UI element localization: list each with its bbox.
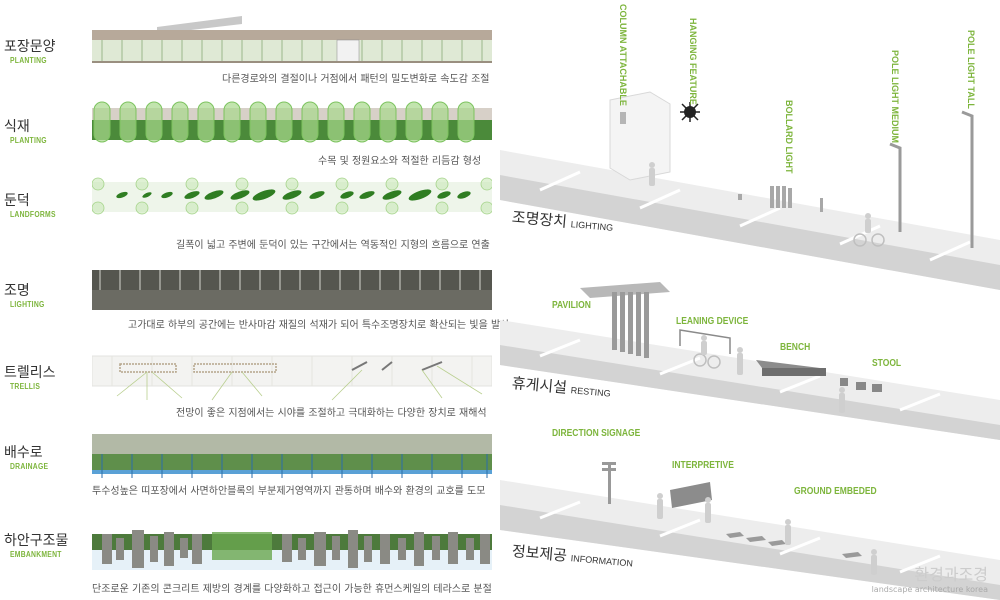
row-title-ko: 조명 [4,283,30,299]
lighting-illustration [92,270,492,310]
trellis-illustration [92,355,492,401]
paving-pattern-illustration [92,16,492,63]
row-description: 길폭이 넓고 주변에 둔덕이 있는 구간에서는 역동적인 지형의 흐름으로 연출 [176,240,490,251]
row-title-ko: 포장문양 [4,39,56,55]
label-column-attachable: COLUMN ATTACHABLE [618,4,628,106]
section-title-en: RESTING [570,385,612,399]
row-title-en: TRELLIS [10,382,41,391]
landforms-illustration [92,177,492,215]
section-title-ko: 조명장치 [511,208,568,231]
furniture-perspective-panel: COLUMN ATTACHABLE HANGING FEATURE BOLLAR… [500,0,1000,600]
section-title-ko: 정보제공 [511,542,568,565]
drainage-illustration [92,434,492,478]
label-stool: STOOL [872,358,902,369]
row-description: 투수성높은 띠포장에서 사면하안블록의 부분제거영역까지 관통하며 배수와 환경… [92,486,486,497]
section-title-en: INFORMATION [570,553,634,569]
label-leaning-device: LEANING DEVICE [676,316,749,327]
design-elements-panel: 포장문양 PLANTING 다른경로와의 결절이나 거점에서 패턴의 밀도변화로… [0,0,509,600]
row-title-ko: 트렐리스 [4,365,56,381]
row-title-en: LANDFORMS [10,210,56,219]
row-embankment: 하안구조물 EMBANKMENT 단조로운 기존의 콘크리트 제방의 경계를 다… [0,510,500,600]
row-title-ko: 배수로 [4,445,43,461]
label-pole-light-tall: POLE LIGHT TALL [966,30,976,109]
row-title-en: EMBANKMENT [10,550,62,559]
embankment-illustration [92,530,492,570]
planting-illustration [92,101,492,143]
row-title-ko: 식재 [4,119,30,135]
section-title-ko: 휴게시설 [511,374,568,397]
row-description: 수목 및 정원요소와 적절한 리듬감 형성 [318,156,482,167]
watermark-title: 환경과조경 [914,565,988,584]
row-paving: 포장문양 PLANTING 다른경로와의 결절이나 거점에서 패턴의 밀도변화로… [0,0,500,90]
row-description: 고가대로 하부의 공간에는 반사마감 재질의 석재가 되어 특수조명장치로 확산… [128,320,510,331]
watermark: 환경과조경 landscape architecture korea [872,561,988,594]
row-description: 단조로운 기존의 콘크리트 제방의 경계를 다양화하고 접근이 가능한 휴먼스케… [92,584,492,595]
row-title-en: PLANTING [10,56,47,65]
row-title-ko: 하안구조물 [4,533,69,549]
label-bench: BENCH [780,342,811,353]
street-rendering [500,91,1000,600]
row-title-ko: 둔덕 [4,193,30,209]
row-planting: 식재 PLANTING 수목 및 정원요소와 적절한 리듬감 형성 [0,90,500,170]
label-hanging-feature: HANGING FEATURE [688,18,698,105]
label-interpretive: INTERPRETIVE [672,460,734,471]
row-description: 다른경로와의 결절이나 거점에서 패턴의 밀도변화로 속도감 조절 [222,74,490,85]
row-trellis: 트렐리스 TRELLIS 전망이 좋은 지점에서는 시야를 조절하고 극대화하는… [0,340,500,430]
row-title-en: DRAINAGE [10,462,49,471]
hanging-feature-icon [680,102,700,122]
row-lighting: 조명 LIGHTING 고가대로 하부의 공간에는 반사마감 재질의 석재가 되… [0,260,509,340]
label-ground-embeded: GROUND EMBEDED [794,486,877,497]
label-bollard-light: BOLLARD LIGHT [784,100,794,174]
section-title-en: LIGHTING [570,219,614,233]
label-direction-signage: DIRECTION SIGNAGE [552,428,641,439]
label-pavilion: PAVILION [552,300,591,311]
row-landforms: 둔덕 LANDFORMS [0,170,500,260]
row-title-en: PLANTING [10,136,47,145]
row-title-en: LIGHTING [10,300,45,309]
watermark-subtitle: landscape architecture korea [871,585,988,594]
label-pole-light-medium: POLE LIGHT MEDIUM [890,50,900,143]
row-drainage: 배수로 DRAINAGE 투수성높은 띠포장에서 사면하안블록의 부분제거영역까… [0,430,500,510]
row-description: 전망이 좋은 지점에서는 시야를 조절하고 극대화하는 다양한 장치로 재해석 [176,408,487,419]
